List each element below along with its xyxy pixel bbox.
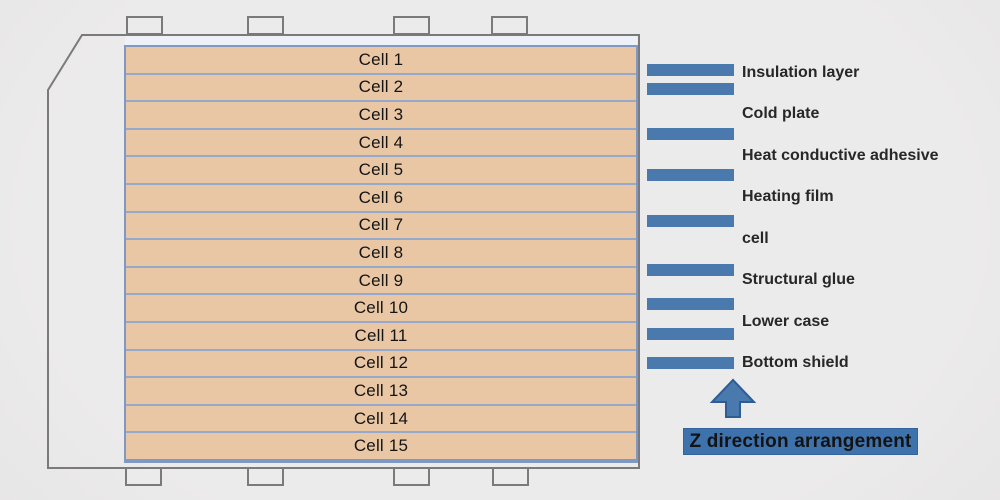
cell-label: Cell 13 bbox=[353, 380, 409, 400]
mounting-tab bbox=[491, 16, 528, 35]
cell-label: Cell 6 bbox=[358, 187, 404, 207]
cell-row: Cell 15 bbox=[126, 433, 636, 459]
cell-row: Cell 10 bbox=[126, 295, 636, 321]
mounting-tab bbox=[247, 467, 284, 486]
cell-row: Cell 12 bbox=[126, 350, 636, 377]
cell-row: Cell 2 bbox=[126, 74, 636, 101]
cell-row: Cell 4 bbox=[126, 129, 636, 156]
cell-label: Cell 4 bbox=[358, 132, 404, 152]
cell-row: Cell 7 bbox=[126, 212, 636, 239]
cell-label: Cell 7 bbox=[358, 215, 404, 235]
mounting-tab bbox=[393, 16, 430, 35]
mounting-tab bbox=[492, 467, 529, 486]
cell-label: Cell 12 bbox=[353, 353, 409, 373]
cell-label: Cell 11 bbox=[354, 325, 408, 345]
pack-outline-shape bbox=[47, 34, 640, 469]
mounting-tab bbox=[247, 16, 284, 35]
cell-row: Cell 14 bbox=[126, 405, 636, 432]
cell-row: Cell 11 bbox=[126, 322, 636, 349]
cell-label: Cell 8 bbox=[358, 242, 404, 262]
cell-row: Cell 9 bbox=[126, 267, 636, 294]
mounting-tab bbox=[126, 16, 163, 35]
cell-label: Cell 1 bbox=[358, 49, 404, 69]
cell-label: Cell 14 bbox=[353, 408, 409, 428]
arrow-up-icon bbox=[709, 378, 757, 418]
cell-row: Cell 5 bbox=[126, 157, 636, 183]
z-direction-banner: Z direction arrangement bbox=[683, 428, 918, 455]
cell-row: Cell 13 bbox=[126, 378, 636, 404]
cell-row: Cell 1 bbox=[126, 47, 636, 73]
cell-label: Cell 9 bbox=[358, 270, 404, 290]
cell-label: Cell 3 bbox=[358, 104, 404, 124]
pack-top-strip bbox=[125, 36, 637, 45]
mounting-tab bbox=[393, 467, 430, 486]
cell-label: Cell 10 bbox=[353, 298, 409, 318]
cell-row: Cell 3 bbox=[126, 102, 636, 128]
cell-label: Cell 2 bbox=[358, 77, 404, 97]
cell-row: Cell 6 bbox=[126, 184, 636, 211]
cell-label: Cell 5 bbox=[358, 160, 404, 180]
mounting-tab bbox=[125, 467, 162, 486]
cell-label: Cell 15 bbox=[353, 436, 409, 456]
cell-stack: Cell 1 Cell 2 Cell 3 Cell 4 Cell 5 Cell 6 Cell… bbox=[124, 45, 638, 463]
cell-row: Cell 8 bbox=[126, 240, 636, 266]
